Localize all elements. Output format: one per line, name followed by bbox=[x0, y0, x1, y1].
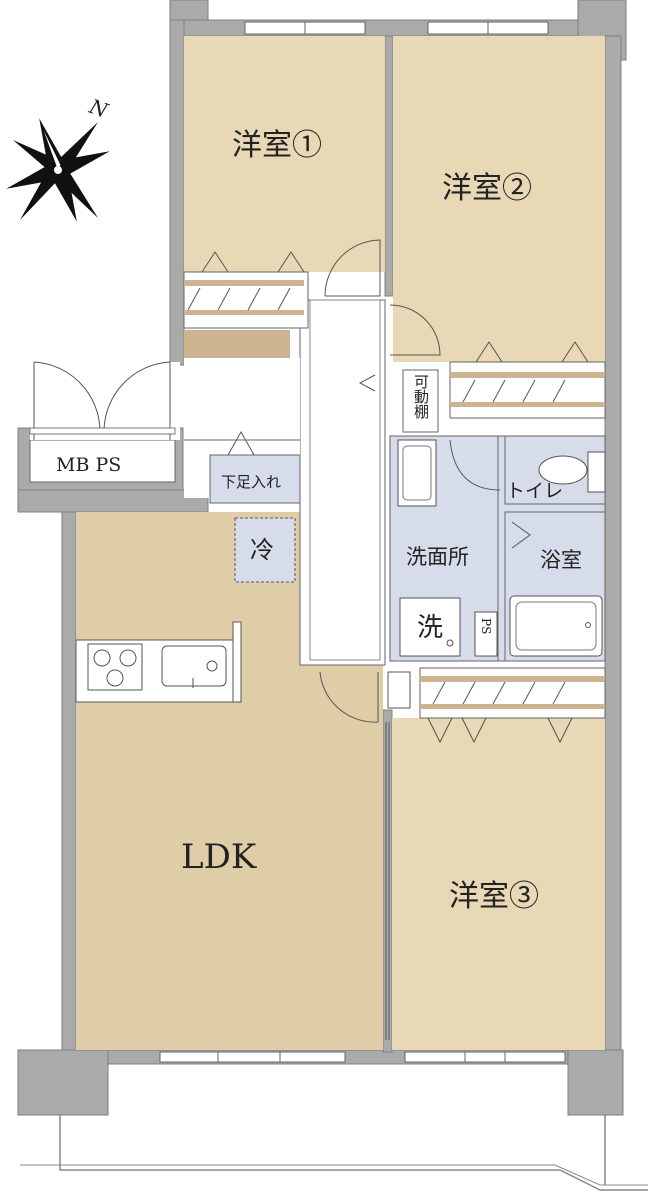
doors bbox=[319, 239, 441, 1040]
label-western2: 洋室② bbox=[442, 171, 532, 206]
kitchen-counter bbox=[75, 621, 242, 703]
wet-area bbox=[389, 435, 606, 662]
balcony bbox=[20, 1115, 648, 1191]
label-ldk: LDK bbox=[181, 837, 257, 877]
label-washer: 洗 bbox=[417, 613, 443, 643]
closet-western3 bbox=[419, 667, 606, 744]
label-western1: 洋室① bbox=[232, 128, 322, 163]
label-bathroom: 浴室 bbox=[540, 548, 582, 572]
closet-western1 bbox=[183, 251, 309, 358]
shoe-storage bbox=[209, 454, 301, 504]
movable-shelf bbox=[402, 369, 439, 433]
label-movable-shelf: 可動棚 bbox=[412, 374, 430, 419]
room-western1 bbox=[184, 36, 385, 272]
compass-north-label: N bbox=[85, 94, 112, 123]
closet-western2 bbox=[449, 341, 606, 419]
label-mb-ps: MB PS bbox=[56, 454, 121, 476]
windows bbox=[159, 21, 566, 1063]
fridge bbox=[234, 517, 296, 583]
compass-icon bbox=[6, 118, 110, 222]
label-washroom: 洗面所 bbox=[406, 545, 469, 569]
label-western3: 洋室③ bbox=[449, 879, 539, 914]
label-toilet: トイレ bbox=[506, 480, 563, 502]
label-shoe-storage: 下足入れ bbox=[221, 473, 281, 491]
room-western3 bbox=[392, 718, 605, 1050]
room-western2 bbox=[393, 36, 605, 362]
mb-ps bbox=[29, 361, 180, 483]
label-fridge: 冷 bbox=[250, 536, 274, 564]
label-ps: PS bbox=[479, 618, 493, 634]
